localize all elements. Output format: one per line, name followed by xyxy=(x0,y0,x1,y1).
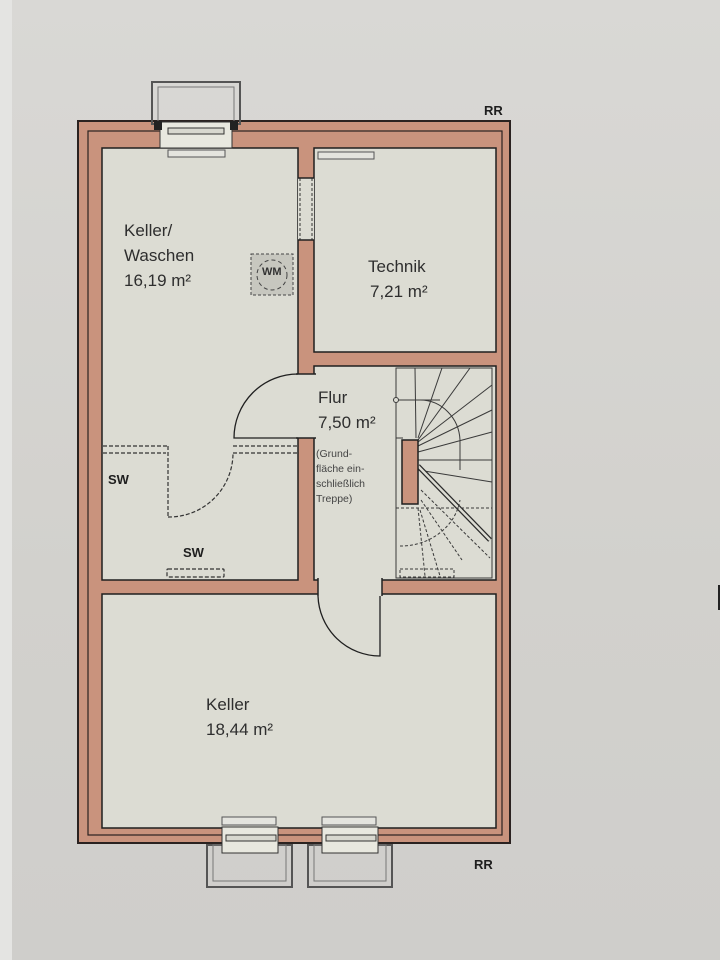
room-name: Flur xyxy=(318,388,348,407)
note-line: fläche ein- xyxy=(316,463,365,475)
room-keller xyxy=(101,593,497,829)
room-label-keller-waschen: Keller/ Waschen 16,19 m² xyxy=(124,218,194,293)
rr-marker-bottom: RR xyxy=(474,857,493,872)
room-area: 16,19 m² xyxy=(124,271,192,290)
dashed-partition xyxy=(103,445,298,578)
sw-label-bottom: SW xyxy=(183,545,204,560)
note-line: schließlich xyxy=(316,478,366,490)
window-well-top xyxy=(151,81,241,149)
door-swing-keller xyxy=(317,595,381,657)
window-well-bottom-right xyxy=(307,826,393,888)
note-line: (Grund- xyxy=(316,448,353,460)
washing-machine-icon xyxy=(250,253,294,296)
stair-pillar xyxy=(401,439,419,505)
room-name-line1: Keller/ xyxy=(124,221,173,240)
window-well-bottom-left xyxy=(206,826,293,888)
washing-machine-label: WM xyxy=(262,266,282,278)
room-label-technik: Technik 7,21 m² xyxy=(366,254,428,304)
room-label-keller: Keller 18,44 m² xyxy=(206,692,273,742)
room-area: 7,50 m² xyxy=(318,413,376,432)
room-technik xyxy=(313,147,497,353)
door-swing-waschen xyxy=(233,373,299,439)
room-name: Keller xyxy=(206,695,250,714)
room-name: Technik xyxy=(368,257,426,276)
flur-note: (Grund- fläche ein- schließlich Treppe) xyxy=(316,447,365,507)
page-edge xyxy=(0,0,12,960)
staircase xyxy=(393,367,493,579)
room-label-flur: Flur 7,50 m² xyxy=(318,385,376,435)
note-line: Treppe) xyxy=(316,493,353,505)
door-openings xyxy=(296,177,383,596)
window-sills xyxy=(167,149,377,826)
sw-label-left: SW xyxy=(108,472,129,487)
room-area: 7,21 m² xyxy=(370,282,428,301)
room-area: 18,44 m² xyxy=(206,720,274,739)
room-name-line2: Waschen xyxy=(124,246,195,265)
rr-marker-top: RR xyxy=(484,103,503,118)
room-keller-waschen xyxy=(101,147,299,581)
